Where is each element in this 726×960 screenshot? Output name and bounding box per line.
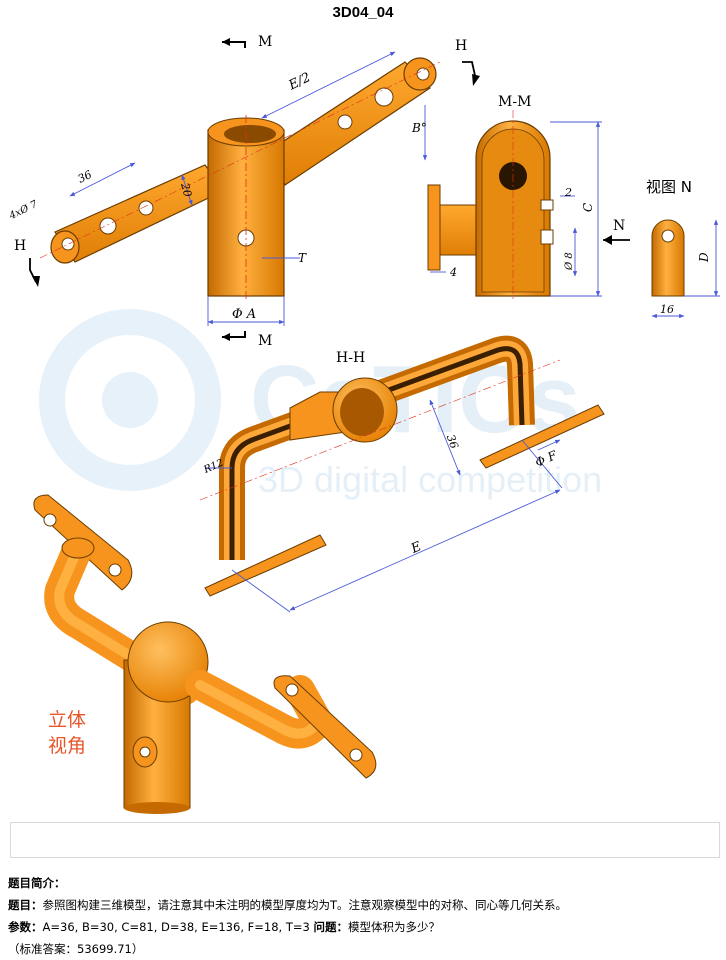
drawing-title: 3D04_04 [332, 4, 394, 21]
iso-label-line1: 立体 [48, 709, 86, 731]
engineering-drawing: CaTICs 3D digital competition E/2 [7, 34, 720, 814]
dim-e: E [408, 539, 424, 557]
view-n: 视图 N 16 D [646, 178, 720, 319]
svg-text:M: M [258, 333, 272, 349]
dim-width-20: 20 [178, 181, 194, 199]
params-label: 参数： [8, 920, 43, 934]
problem-label: 题目： [8, 898, 43, 912]
problem-text: 参照图构建三维模型，请注意其中未注明的模型厚度均为T。注意观察模型中的对称、同心… [42, 898, 568, 912]
dim-b-angle: B° [411, 121, 427, 135]
dim-four: 4 [449, 266, 457, 279]
iso-label-line2: 视角 [48, 735, 86, 757]
answer-line: （标准答案：53699.71） [8, 942, 144, 956]
description-heading: 题目简介： [8, 876, 66, 890]
dim-phi-a: Φ A [232, 307, 256, 322]
params-line: 参数：A=36, B=30, C=81, D=38, E=136, F=18, … [8, 916, 718, 938]
section-marker-h-bottom: H [14, 238, 40, 287]
view-arrow-n: N [603, 218, 630, 245]
section-marker-m-top: M [222, 34, 272, 50]
section-hh-view: H-H [199, 335, 605, 597]
section-mm-label: M-M [498, 94, 531, 110]
section-hh-dimensions [205, 399, 563, 613]
dim-hh-36: 36 [444, 433, 461, 451]
question-text: 模型体积为多少？ [347, 920, 440, 934]
section-marker-m-bottom: M [222, 331, 272, 349]
svg-text:M: M [258, 34, 272, 50]
svg-text:H: H [455, 38, 467, 54]
view-n-label: 视图 N [646, 178, 692, 196]
section-hh-label: H-H [336, 350, 365, 366]
section-marker-h-top: H [455, 38, 480, 86]
svg-text:H: H [14, 238, 26, 254]
svg-text:N: N [613, 218, 625, 234]
problem-line: 题目：参照图构建三维模型，请注意其中未注明的模型厚度均为T。注意观察模型中的对称… [8, 894, 718, 916]
dim-sixteen: 16 [660, 303, 674, 316]
answer-input-box[interactable] [10, 822, 720, 858]
dim-length-36: 36 [76, 168, 94, 186]
section-mm-dimensions [430, 121, 602, 297]
question-label: 问题： [313, 920, 348, 934]
section-mm-view: M-M [427, 94, 554, 300]
front-view-dimensions [69, 51, 428, 326]
dim-two: 2 [564, 186, 572, 199]
dim-holes: 4xØ 7 [7, 199, 40, 223]
front-view [39, 57, 441, 300]
dim-e-half: E/2 [286, 70, 313, 94]
dim-phi-8: Ø 8 [564, 252, 575, 271]
params-text: A=36, B=30, C=81, D=38, E=136, F=18, T=3 [42, 920, 310, 934]
isometric-view [33, 494, 377, 814]
watermark-gear-hub [102, 372, 158, 428]
dim-c: C [581, 203, 595, 212]
watermark-gear-icon [39, 309, 221, 491]
problem-description: 题目简介： 题目：参照图构建三维模型，请注意其中未注明的模型厚度均为T。注意观察… [8, 872, 718, 960]
dim-t: T [298, 251, 307, 265]
dim-d: D [697, 252, 711, 263]
